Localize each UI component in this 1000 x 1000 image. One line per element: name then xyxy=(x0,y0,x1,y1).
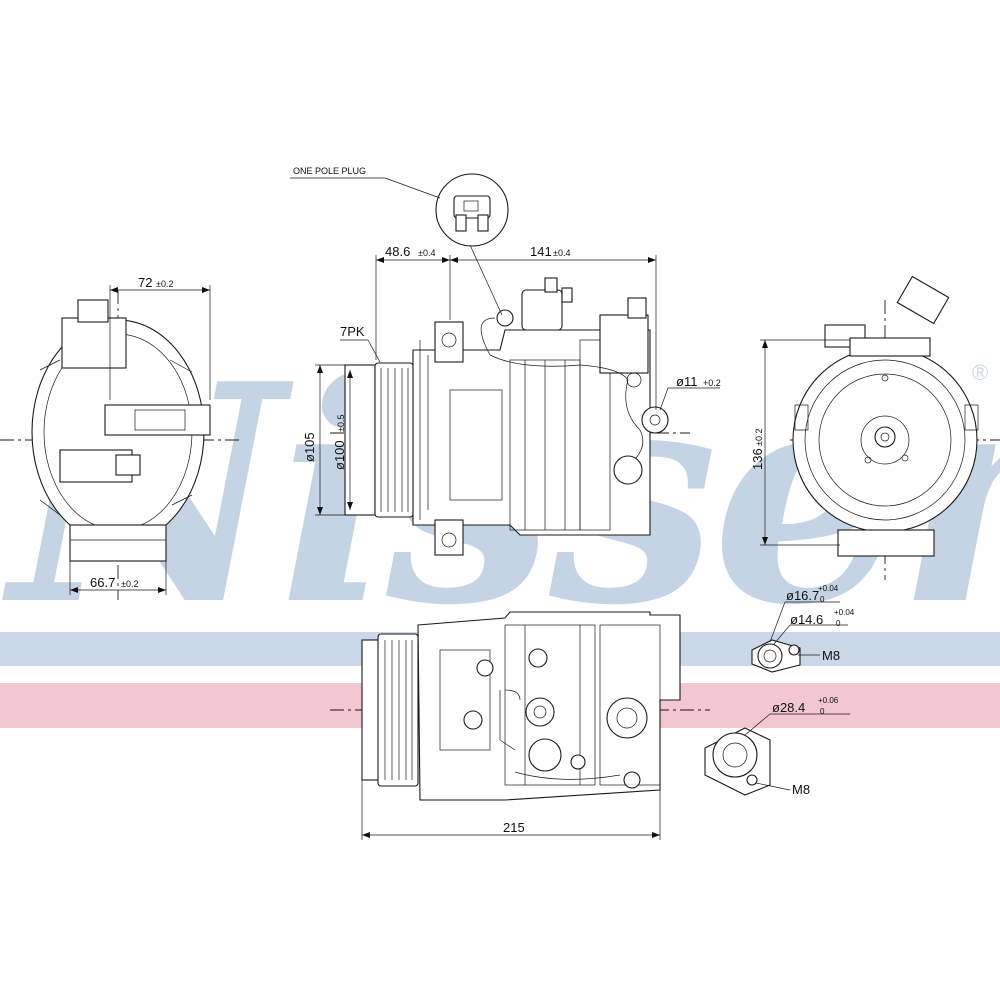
dim-offset: 48.6 xyxy=(385,244,410,259)
dim-height: 136 xyxy=(750,448,765,470)
dim-port3-tol-upper: +0.06 xyxy=(818,696,839,705)
registered-mark: ® xyxy=(972,360,988,385)
bottom-top-view xyxy=(330,611,710,840)
dim-bottom-width: 66.7 xyxy=(90,575,115,590)
dim-length-tol: ±0.4 xyxy=(553,248,570,258)
dim-height-tol: ±0.2 xyxy=(754,429,764,446)
label-thread-top: M8 xyxy=(822,648,840,663)
dim-pulley-dia: ø105 xyxy=(302,432,317,462)
dim-mount-hole: ø11 xyxy=(676,374,697,389)
dim-top-width: 72 xyxy=(138,275,152,290)
dim-port1-tol-lower: 0 xyxy=(820,595,825,604)
dim-length: 141 xyxy=(530,244,552,259)
dim-port2-tol-upper: +0.04 xyxy=(834,608,855,617)
port-detail-lower xyxy=(704,713,850,796)
dim-port3: ø28.4 xyxy=(772,700,805,715)
port-detail-upper xyxy=(751,601,848,673)
dim-port1: ø16.7 xyxy=(786,588,819,603)
label-7pk: 7PK xyxy=(340,324,365,339)
label-thread-bottom: M8 xyxy=(792,782,810,797)
dim-port3-tol-lower: 0 xyxy=(820,707,825,716)
label-one-pole-plug: ONE POLE PLUG xyxy=(293,166,366,176)
dim-top-width-tol: ±0.2 xyxy=(156,279,173,289)
dim-bottom-width-tol: ±0.2 xyxy=(121,579,138,589)
plug-detail xyxy=(290,173,509,316)
dim-port1-tol-upper: +0.04 xyxy=(818,584,839,593)
dim-mount-hole-tol: +0.2 xyxy=(703,378,721,388)
dim-port2: ø14.6 xyxy=(790,612,823,627)
dim-pulley-inner-dia: ø100 xyxy=(332,440,347,470)
dim-pulley-inner-tol: ±0.5 xyxy=(336,415,346,432)
left-end-view xyxy=(0,285,240,600)
center-side-view xyxy=(330,277,690,556)
dim-overall-length: 215 xyxy=(503,820,525,835)
dim-offset-tol: ±0.4 xyxy=(418,248,435,258)
dim-port2-tol-lower: 0 xyxy=(836,619,841,628)
center-dimensions xyxy=(315,255,720,516)
right-end-view xyxy=(760,275,1000,580)
